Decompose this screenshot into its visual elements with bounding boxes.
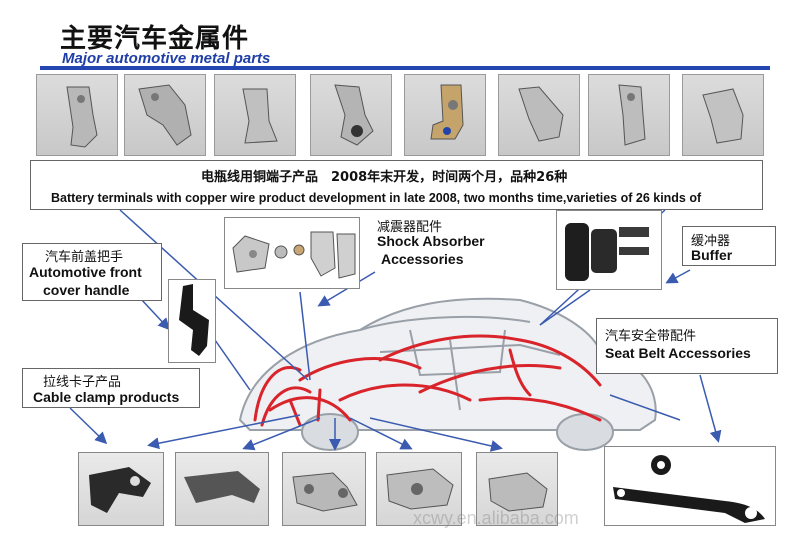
terminal-photo-1: [36, 74, 118, 156]
page-subtitle: Major automotive metal parts: [62, 50, 271, 67]
arrow-seat-belt-2: [609, 394, 681, 421]
clamp-photo-5: [476, 452, 558, 526]
arrow-buffer-down: [539, 289, 591, 326]
buffer-en: Buffer: [691, 247, 733, 263]
arrow-clamp-1: [147, 414, 301, 450]
shock-absorber-photo: [224, 217, 360, 289]
front-cover-en1: Automotive front: [29, 264, 142, 280]
title-underline: [40, 66, 770, 70]
clamp-photo-2: [175, 452, 269, 526]
front-cover-cn: 汽车前盖把手: [45, 250, 124, 265]
shock-absorber-label: 减震器配件 Shock Absorber Accessories: [373, 216, 543, 268]
terminal-photo-4: [310, 74, 392, 156]
terminal-photo-8: [682, 74, 764, 156]
page-title: 主要汽车金属件: [60, 24, 250, 54]
arrow-clamp-2: [242, 417, 321, 451]
seat-belt-label: 汽车安全带配件 Seat Belt Accessories: [596, 318, 778, 374]
clamp-photo-3: [282, 452, 366, 526]
watermark-text: xcwy.en.alibaba.com: [413, 508, 579, 528]
cable-clamp-en: Cable clamp products: [33, 389, 180, 405]
arrow-buffer: [665, 269, 691, 284]
terminal-photo-6: [498, 74, 580, 156]
terminal-photo-5: [404, 74, 486, 156]
terminal-photo-3: [214, 74, 296, 156]
battery-terminals-callout: 电瓶线用铜端子产品 2008年末开发，时间两个月，品种26种 Battery t…: [30, 160, 763, 210]
arrow-clamp-5: [369, 417, 503, 452]
seat-belt-en: Seat Belt Accessories: [605, 345, 751, 361]
cable-clamp-label: 拉线卡子产品 Cable clamp products: [22, 368, 200, 408]
battery-terminals-cn: 电瓶线用铜端子产品 2008年末开发，时间两个月，品种26种: [201, 170, 568, 185]
arrow-cable-clamp: [69, 407, 108, 445]
arrow-shock-down: [299, 291, 311, 381]
buffer-cn: 缓冲器: [691, 234, 731, 249]
arrow-clamp-4: [349, 417, 413, 450]
arrow-front-cover: [139, 297, 171, 331]
buffer-label: 缓冲器 Buffer: [682, 226, 776, 266]
terminal-photo-7: [588, 74, 670, 156]
front-cover-photo: [168, 279, 216, 363]
battery-terminals-en: Battery terminals with copper wire produ…: [51, 191, 702, 205]
seat-belt-photo: [604, 446, 776, 526]
buffer-photo: [556, 210, 662, 290]
seat-belt-cn: 汽车安全带配件: [605, 329, 697, 344]
front-cover-en2: cover handle: [43, 282, 130, 298]
arrow-front-cover-down: [214, 339, 251, 391]
clamp-photo-1: [78, 452, 164, 526]
clamp-photo-4: [376, 452, 462, 526]
terminal-photo-2: [124, 74, 206, 156]
wiring-harness: [253, 334, 602, 427]
shock-absorber-cn: 减震器配件: [377, 220, 443, 235]
cable-clamp-cn: 拉线卡子产品: [43, 375, 122, 390]
shock-absorber-en1: Shock Absorber: [377, 233, 485, 249]
shock-absorber-en2: Accessories: [381, 251, 464, 267]
front-cover-label: 汽车前盖把手 Automotive front cover handle: [22, 243, 162, 301]
arrow-seat-belt: [699, 374, 722, 443]
